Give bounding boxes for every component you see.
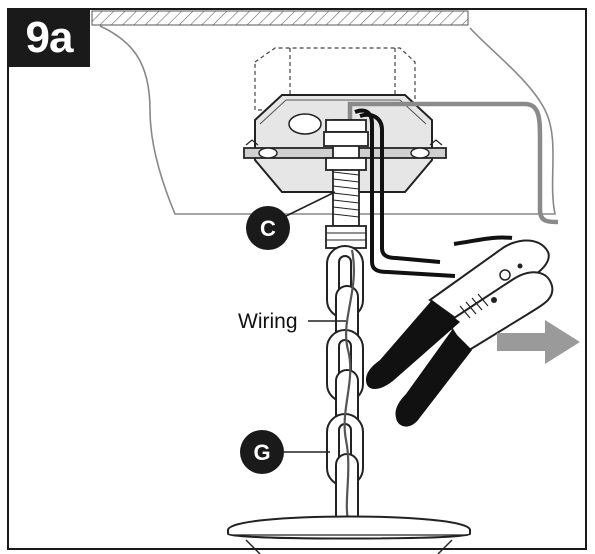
chain-wiring bbox=[343, 249, 356, 521]
callout-g-label: G bbox=[253, 440, 270, 465]
chain-icon bbox=[326, 245, 364, 529]
ceiling bbox=[91, 10, 469, 26]
coupling bbox=[325, 225, 367, 249]
pliers-icon bbox=[366, 239, 554, 427]
callout-c bbox=[246, 206, 290, 250]
panel-border bbox=[7, 8, 587, 550]
callout-g bbox=[240, 430, 284, 474]
black-wire-1 bbox=[354, 108, 456, 278]
arrow-right-icon bbox=[497, 320, 580, 364]
black-wire-2 bbox=[359, 112, 441, 264]
step-number-badge: 9a bbox=[8, 9, 90, 67]
knockout-hole bbox=[288, 113, 322, 135]
gray-wire bbox=[347, 101, 559, 230]
junction-box-dashed bbox=[254, 47, 416, 111]
wiring-label: Wiring bbox=[238, 310, 298, 333]
canopy-outline bbox=[99, 25, 556, 215]
fixture-bowl bbox=[227, 515, 471, 540]
callout-c-label: C bbox=[260, 216, 276, 241]
